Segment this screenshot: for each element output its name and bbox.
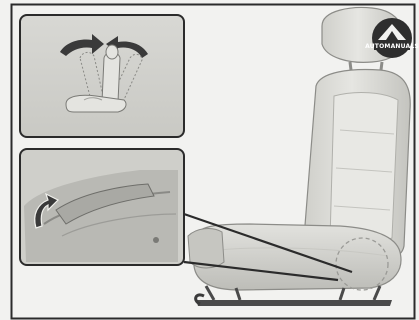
seat-rail xyxy=(196,300,392,306)
recline-lever-inset xyxy=(20,149,184,265)
recline-diagram-inset xyxy=(20,15,184,137)
seatback-icon xyxy=(102,52,120,102)
backrest-center-panel xyxy=(330,93,398,243)
closeup-bolt xyxy=(153,237,159,243)
seat-cushion xyxy=(194,224,401,290)
logo-text: AUTOMANUALS xyxy=(365,43,419,50)
head-icon xyxy=(106,45,118,59)
recline-diagram-panel xyxy=(20,15,184,137)
